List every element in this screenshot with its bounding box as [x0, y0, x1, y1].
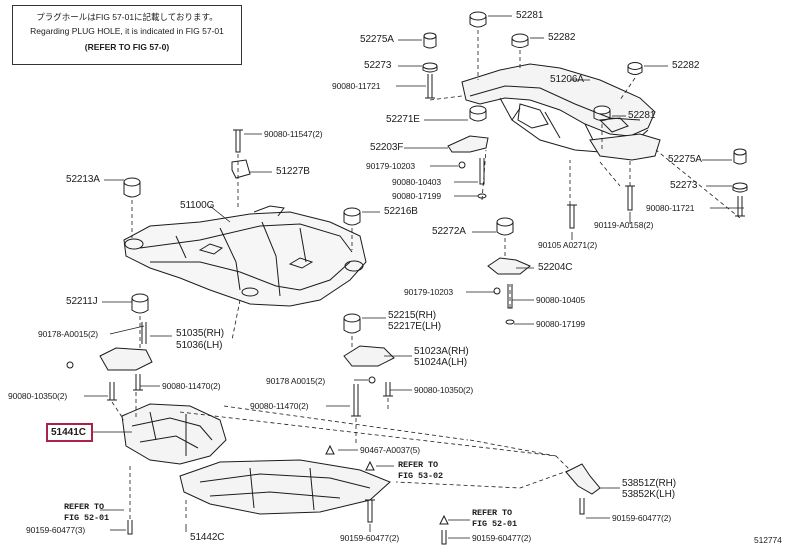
refer-fig-52-01-left-line1[interactable]: REFER TO	[64, 502, 105, 512]
part-label-52271e[interactable]: 52271E	[386, 114, 420, 125]
assembly-guide-lines	[111, 30, 741, 520]
part-label-51441c[interactable]: 51441C	[51, 427, 87, 438]
part-label-52273-right[interactable]: 52273	[670, 180, 698, 191]
part-label-51442c[interactable]: 51442C	[190, 532, 225, 543]
part-label-52281-right[interactable]: 52281	[628, 110, 656, 121]
engine-under-cover-51442c	[179, 459, 391, 515]
engine-under-cover-51441c	[121, 403, 227, 465]
note-line-japanese: プラグホールはFIG 57-01に記載しております。	[36, 12, 218, 22]
figure-number: 512774	[754, 535, 782, 545]
part-label-90119-a0158[interactable]: 90119-A0158(2)	[594, 220, 654, 230]
highlight-box-51441c[interactable]: 51441C	[46, 423, 93, 442]
front-mounts	[66, 129, 395, 417]
leader-lines	[84, 15, 744, 539]
part-label-51035-rh[interactable]: 51035(RH)	[176, 328, 225, 339]
part-label-52217e-lh[interactable]: 52217E(LH)	[388, 321, 441, 332]
note-line-refer: (REFER TO FIG 57-0)	[84, 42, 170, 52]
part-label-90080-10403[interactable]: 90080-10403	[392, 177, 442, 187]
part-label-52282-right[interactable]: 52282	[672, 60, 700, 71]
part-label-90080-17199-lower[interactable]: 90080-17199	[536, 319, 586, 329]
lower-fasteners	[127, 444, 449, 545]
part-label-51100g[interactable]: 51100G	[180, 200, 215, 211]
part-label-90159-60477-center[interactable]: 90159-60477(2)	[340, 533, 400, 543]
part-label-90467-a0037[interactable]: 90467-A0037(5)	[360, 445, 421, 455]
part-label-51227b[interactable]: 51227B	[276, 166, 310, 177]
part-label-52215-rh[interactable]: 52215(RH)	[388, 310, 437, 321]
bracket-53851z	[565, 463, 601, 515]
part-label-51023a-rh[interactable]: 51023A(RH)	[414, 346, 469, 357]
part-label-90159-60477-mid[interactable]: 90159-60477(2)	[472, 533, 532, 543]
part-label-90178-a0015-right[interactable]: 90178 A0015(2)	[266, 376, 326, 386]
part-label-90080-11721-right[interactable]: 90080-11721	[646, 203, 695, 213]
part-label-90080-10405[interactable]: 90080-10405	[536, 295, 586, 305]
part-label-52275a-right[interactable]: 52275A	[668, 154, 702, 165]
part-label-51036-lh[interactable]: 51036(LH)	[176, 340, 223, 351]
part-label-52203f[interactable]: 52203F	[370, 142, 404, 153]
part-label-90080-11721-left[interactable]: 90080-11721	[332, 81, 381, 91]
refer-fig-53-02-line2[interactable]: FIG 53-02	[398, 471, 444, 481]
rear-mounts	[422, 11, 748, 325]
rear-subframe-51206a	[461, 63, 661, 161]
part-label-52275a-left[interactable]: 52275A	[360, 34, 394, 45]
refer-fig-52-01-left-line2[interactable]: FIG 52-01	[64, 513, 110, 523]
part-label-90105-a0271[interactable]: 90105 A0271(2)	[538, 240, 598, 250]
part-label-51024a-lh[interactable]: 51024A(LH)	[414, 357, 467, 368]
part-label-52211j[interactable]: 52211J	[66, 296, 98, 307]
part-label-52216b[interactable]: 52216B	[384, 206, 418, 217]
part-label-90080-11547[interactable]: 90080-11547(2)	[264, 129, 323, 139]
part-label-90080-11470-upper[interactable]: 90080-11470(2)	[162, 381, 221, 391]
part-label-90159-60477-right[interactable]: 90159-60477(2)	[612, 513, 672, 523]
part-label-52281-top[interactable]: 52281	[516, 10, 544, 21]
front-subframe-51100g	[123, 205, 367, 307]
part-label-52272a[interactable]: 52272A	[432, 226, 466, 237]
refer-fig-52-01-mid-line1[interactable]: REFER TO	[472, 508, 513, 518]
plug-hole-note-box: プラグホールはFIG 57-01に記載しております。 Regarding PLU…	[12, 5, 242, 65]
part-label-52282-top[interactable]: 52282	[548, 32, 576, 43]
part-label-90080-11470-lower[interactable]: 90080-11470(2)	[250, 401, 309, 411]
part-label-90080-10350-right[interactable]: 90080-10350(2)	[414, 385, 474, 395]
refer-fig-52-01-mid-line2[interactable]: FIG 52-01	[472, 519, 518, 529]
part-label-51206a[interactable]: 51206A	[550, 74, 584, 85]
part-label-90159-60477-left[interactable]: 90159-60477(3)	[26, 525, 86, 535]
part-label-53852k-lh[interactable]: 53852K(LH)	[622, 489, 675, 500]
note-line-english: Regarding PLUG HOLE, it is indicated in …	[30, 26, 224, 36]
part-label-90080-17199-upper[interactable]: 90080-17199	[392, 191, 442, 201]
part-label-52213a[interactable]: 52213A	[66, 174, 100, 185]
part-label-53851z-rh[interactable]: 53851Z(RH)	[622, 478, 677, 489]
refer-fig-53-02-line1[interactable]: REFER TO	[398, 460, 439, 470]
part-label-52273-left[interactable]: 52273	[364, 60, 392, 71]
part-label-52204c[interactable]: 52204C	[538, 262, 573, 273]
part-label-90179-10203-upper[interactable]: 90179-10203	[366, 161, 416, 171]
part-label-90178-a0015-left[interactable]: 90178-A0015(2)	[38, 329, 99, 339]
part-label-90080-10350-left[interactable]: 90080-10350(2)	[8, 391, 68, 401]
part-label-90179-10203-lower[interactable]: 90179-10203	[404, 287, 454, 297]
